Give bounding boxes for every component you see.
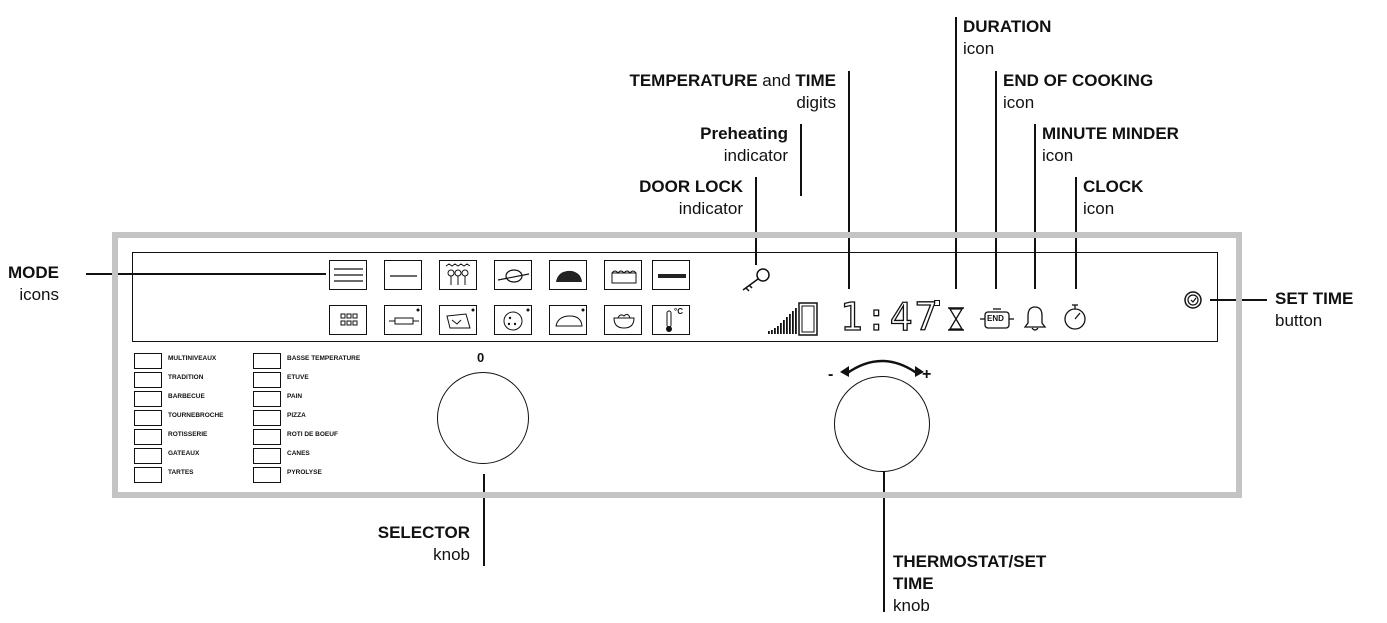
legend-mode-icon xyxy=(253,429,281,445)
display-window xyxy=(132,252,1218,342)
legend-label: PYROLYSE xyxy=(287,469,322,476)
gateaux-icon xyxy=(604,260,642,290)
plus-sign: + xyxy=(922,366,932,383)
digit-left xyxy=(795,300,825,338)
rotation-arc-icon xyxy=(832,352,932,387)
bell-icon xyxy=(1022,304,1048,337)
pizza-icon xyxy=(494,305,532,335)
legend-label: MULTINIVEAUX xyxy=(168,355,217,362)
legend-label: TARTES xyxy=(168,469,194,476)
selector-zero-mark: 0 xyxy=(477,350,485,365)
etuve-icon xyxy=(604,305,642,335)
thermostat-leader xyxy=(883,471,885,612)
tradition-icon xyxy=(384,260,422,290)
minute-minder-leader xyxy=(1034,124,1036,289)
legend-mode-icon xyxy=(253,372,281,388)
legend-mode-icon xyxy=(134,429,162,445)
tournebroche-icon xyxy=(494,260,532,290)
legend-mode-icon xyxy=(253,410,281,426)
control-panel xyxy=(112,232,1242,498)
rotisserie-icon xyxy=(549,260,587,290)
multiniveaux-icon xyxy=(329,260,367,290)
legend-mode-icon xyxy=(134,372,162,388)
thermostat-knob[interactable] xyxy=(834,376,930,472)
roti-de-boeuf-icon xyxy=(439,305,477,335)
selector-knob[interactable] xyxy=(437,372,529,464)
legend-mode-icon xyxy=(134,391,162,407)
temperature-time-leader xyxy=(848,71,850,289)
legend-label: ETUVE xyxy=(287,374,309,381)
basse-temperature-icon: °C xyxy=(652,305,690,335)
hourglass-icon xyxy=(945,306,967,337)
clock-icon xyxy=(1061,302,1089,337)
legend-label: PAIN xyxy=(287,393,303,400)
time-digits: 1:47 xyxy=(839,295,940,339)
legend-label: ROTI DE BOEUF xyxy=(287,431,338,438)
legend-label: GATEAUX xyxy=(168,450,200,457)
legend-label: ROTISSERIE xyxy=(168,431,208,438)
barbecue-icon xyxy=(439,260,477,290)
selector-leader xyxy=(483,474,485,566)
legend-mode-icon xyxy=(134,353,162,369)
minus-sign: - xyxy=(828,366,834,383)
legend-mode-icon xyxy=(134,410,162,426)
pyrolyse-icon xyxy=(329,305,367,335)
pain-icon xyxy=(549,305,587,335)
legend-label: CANES xyxy=(287,450,310,457)
legend-mode-icon xyxy=(253,448,281,464)
preheating-bars-icon xyxy=(768,306,798,341)
end-of-cooking-leader xyxy=(995,71,997,289)
legend-mode-icon xyxy=(253,353,281,369)
celsius-unit: °C xyxy=(674,307,683,316)
legend-mode-icon xyxy=(134,448,162,464)
mode-leader xyxy=(86,273,326,275)
set-time-button[interactable] xyxy=(1183,290,1203,315)
legend-label: TOURNEBROCHE xyxy=(168,412,224,419)
legend-label: TRADITION xyxy=(168,374,204,381)
end-of-cooking-icon: END xyxy=(978,306,1016,332)
legend-mode-icon xyxy=(253,467,281,483)
preheating-leader xyxy=(800,124,802,196)
legend-label: BARBECUE xyxy=(168,393,205,400)
legend-mode-icon xyxy=(134,467,162,483)
key-icon xyxy=(738,266,772,299)
duration-leader xyxy=(955,17,957,289)
legend-label: BASSE TEMPERATURE xyxy=(287,355,361,362)
canes-icon xyxy=(384,305,422,335)
end-text: END xyxy=(987,314,1004,323)
legend-label: PIZZA xyxy=(287,412,306,419)
door-lock-leader xyxy=(755,177,757,265)
legend-mode-icon xyxy=(253,391,281,407)
tartes-icon xyxy=(652,260,690,290)
degree-indicator xyxy=(934,300,940,306)
